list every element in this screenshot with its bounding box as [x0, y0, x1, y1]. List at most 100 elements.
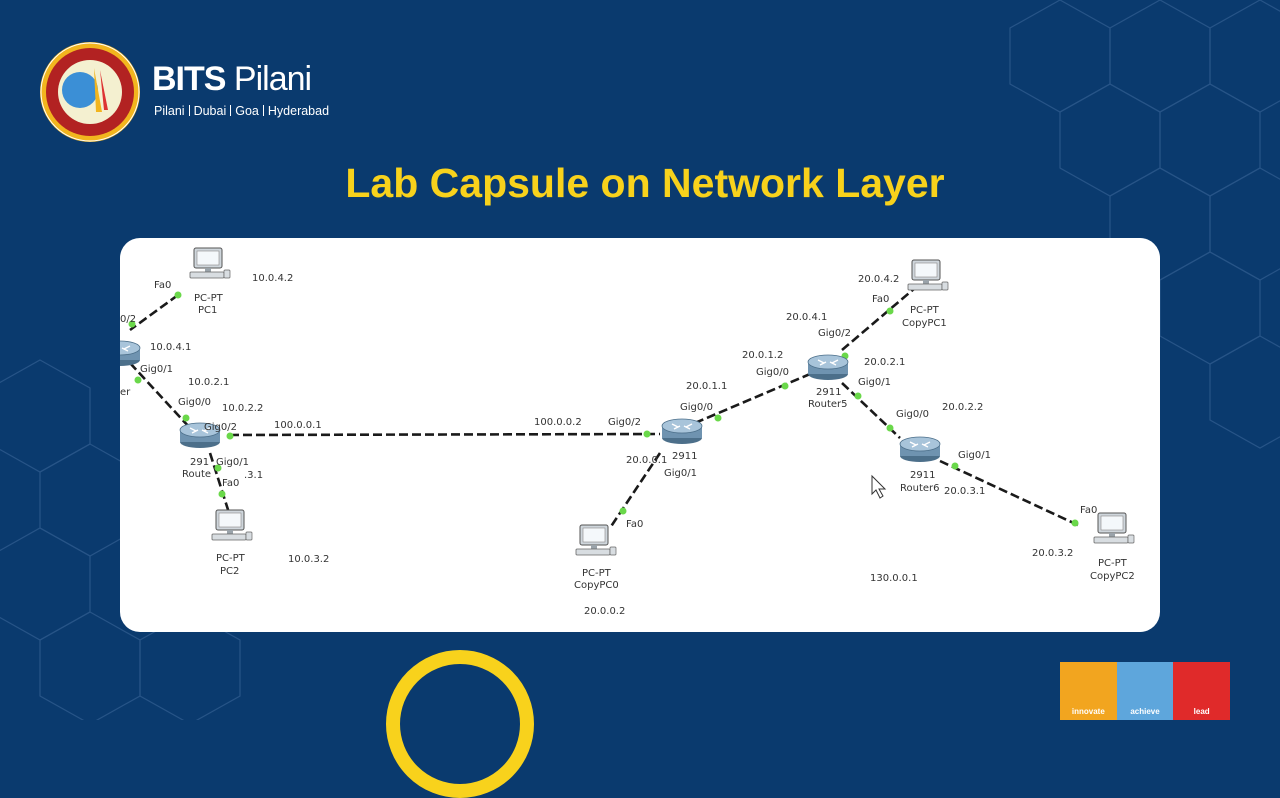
copypc2-icon[interactable]	[1093, 512, 1135, 544]
label-pc2-ip: 10.0.3.2	[288, 554, 330, 565]
port-dot	[134, 376, 142, 384]
port-dot	[226, 432, 234, 440]
label-router5-model: 2911	[816, 387, 842, 398]
pc1-icon[interactable]	[189, 247, 231, 279]
port-dot	[128, 320, 136, 328]
port-dot	[714, 414, 722, 422]
link-router4-routermid	[229, 432, 661, 437]
tagline-innovate: innovate	[1060, 662, 1117, 720]
label-router-mid-ip2: 20.0.0.1	[626, 455, 668, 466]
link-router5-cpc1	[841, 287, 916, 351]
label-fa0-pc2: Fa0	[222, 478, 240, 489]
label-router5-g01: Gig0/1	[858, 377, 891, 388]
label-copypc0-ip: 20.0.0.2	[584, 606, 626, 617]
link-router-router4	[129, 362, 191, 429]
copypc0-icon[interactable]	[575, 524, 617, 556]
label-router-mid-g00: Gig0/0	[680, 402, 713, 413]
label-router5-g02: Gig0/2	[818, 328, 851, 339]
label-router5-ip4: 20.0.4.1	[786, 312, 828, 323]
tagline-innovate-label: innovate	[1071, 707, 1105, 716]
label-router4-g01: Gig0/1	[216, 457, 249, 468]
port-dot	[218, 490, 226, 498]
decorative-ring	[386, 650, 534, 798]
label-router5-ip2: 20.0.2.1	[864, 357, 906, 368]
label-pc1-name: PC1	[198, 305, 218, 316]
link-pc1-router	[129, 293, 179, 332]
label-router6-model: 2911	[910, 470, 936, 481]
port-dot	[643, 430, 651, 438]
label-router6-g01: Gig0/1	[958, 450, 991, 461]
brand-name-bold: BITS	[152, 60, 226, 98]
tagline-strip: innovate achieve lead	[1060, 662, 1231, 720]
label-copypc2-name: CopyPC2	[1090, 571, 1135, 582]
label-copypc1-name: CopyPC1	[902, 318, 947, 329]
label-copypc0-type: PC-PT	[582, 568, 611, 579]
port-dot	[854, 392, 862, 400]
label-router5-name: Router5	[808, 399, 848, 410]
tagline-achieve: achieve	[1116, 662, 1174, 720]
label-router6-ip2: 20.0.2.2	[942, 402, 984, 413]
topology-diagram	[120, 247, 1135, 556]
label-router-left-g01: Gig0/1	[140, 364, 173, 375]
label-router-left-g02: 0/2	[120, 314, 137, 325]
label-router-mid-g02: Gig0/2	[608, 417, 641, 428]
label-copypc2-type: PC-PT	[1098, 558, 1127, 569]
topology-screenshot: Fa0 PC-PT PC1 10.0.4.2 0/2 10.0.4.1 Gig0…	[120, 238, 1160, 632]
label-router-left-ip1: 10.0.4.1	[150, 342, 192, 353]
label-ip-100-0-0-1: 100.0.0.1	[274, 420, 322, 431]
port-dot	[951, 462, 959, 470]
port-dot	[619, 507, 627, 515]
port-dot	[174, 291, 182, 299]
label-router6-name: Router6	[900, 483, 940, 494]
label-router5-ip1: 20.0.1.2	[742, 350, 784, 361]
port-dot	[886, 307, 894, 315]
label-pc1-type: PC-PT	[194, 293, 223, 304]
tagline-lead-label: lead	[1193, 707, 1210, 716]
label-pc1-ip: 10.0.4.2	[252, 273, 294, 284]
port-dot	[781, 382, 789, 390]
pc2-icon[interactable]	[211, 509, 253, 541]
label-router-left-frag: er	[120, 387, 131, 398]
bits-seal-logo	[40, 42, 140, 142]
label-router4-model: 291	[190, 457, 210, 468]
label-copypc1-type: PC-PT	[910, 305, 939, 316]
label-router-mid-ip1: 20.0.1.1	[686, 381, 728, 392]
hexagon-background	[0, 0, 1280, 720]
router5-icon[interactable]	[807, 354, 849, 381]
label-pc2-name: PC2	[220, 566, 240, 577]
router6-icon[interactable]	[899, 436, 941, 463]
label-router4-name: Route	[182, 469, 212, 480]
campus-pilani: Pilani	[154, 104, 185, 118]
port-dot	[214, 464, 222, 472]
label-copypc1-ip: 20.0.4.2	[858, 274, 900, 285]
label-router4-ip: 10.0.2.2	[222, 403, 264, 414]
label-fa0-copypc0: Fa0	[626, 519, 644, 530]
label-router5-g00: Gig0/0	[756, 367, 789, 378]
campus-hyderabad: Hyderabad	[267, 104, 330, 118]
link-routermid-cpc0	[608, 452, 662, 529]
label-router4-g00: Gig0/0	[178, 397, 211, 408]
brand-name: BITS Pilani	[152, 60, 312, 99]
label-router6-ip3: 20.0.3.1	[944, 486, 986, 497]
label-pc2-type: PC-PT	[216, 553, 245, 564]
copypc1-icon[interactable]	[907, 259, 949, 291]
slide-title: Lab Capsule on Network Layer	[345, 160, 945, 206]
router-left-icon[interactable]	[120, 340, 141, 367]
tagline-lead: lead	[1173, 662, 1231, 720]
label-ip-100-0-0-2: 100.0.0.2	[534, 417, 582, 428]
label-copypc2-ip: 20.0.3.2	[1032, 548, 1074, 559]
label-fa0-copypc2: Fa0	[1080, 505, 1098, 516]
link-router4-pc2	[208, 452, 232, 517]
label-router-mid-model: 2911	[672, 451, 698, 462]
mouse-cursor-icon	[871, 474, 887, 499]
label-router-mid-g01: Gig0/1	[664, 468, 697, 479]
router-mid-icon[interactable]	[661, 418, 703, 445]
port-dot	[886, 424, 894, 432]
label-router-left-ip2: 10.0.2.1	[188, 377, 230, 388]
label-copypc0-name: CopyPC0	[574, 580, 619, 591]
label-fa0-copypc1: Fa0	[872, 294, 890, 305]
link-routermid-router5	[694, 372, 811, 425]
label-ip-130-0-0-1: 130.0.0.1	[870, 573, 918, 584]
